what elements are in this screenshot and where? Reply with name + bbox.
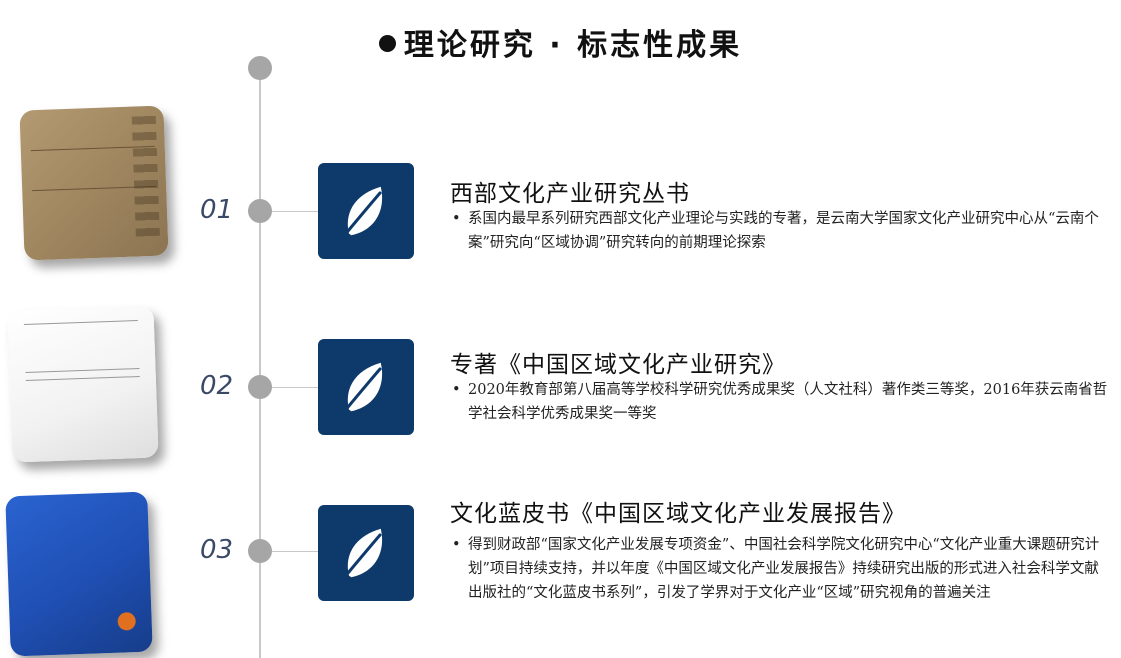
item-number: 01	[200, 195, 234, 225]
bullet: •	[452, 537, 461, 553]
timeline-node-02	[248, 375, 272, 399]
page-title-text: 理论研究 · 标志性成果	[403, 28, 743, 63]
timeline-line	[259, 68, 261, 658]
timeline-connector-02	[272, 387, 318, 388]
timeline-node-03	[248, 539, 272, 563]
item-description-text: 系国内最早系列研究西部文化产业理论与实践的专著，是云南大学国家文化产业研究中心从…	[468, 211, 1099, 251]
item-description-text: 得到财政部“国家文化产业发展专项资金”、中国社会科学院文化研究中心“文化产业重大…	[468, 537, 1100, 601]
book-cover-blue-book	[5, 491, 153, 657]
book-cover-regional-culture	[7, 305, 159, 463]
timeline-connector-03	[272, 551, 318, 552]
timeline-node-01	[248, 199, 272, 223]
leaf-icon	[346, 186, 383, 236]
item-description-text: 2020年教育部第八届高等学校科学研究优秀成果奖（人文社科）著作类三等奖，201…	[468, 382, 1108, 422]
cover-badge	[117, 612, 136, 631]
item-title: 专著《中国区域文化产业研究》	[450, 352, 786, 378]
timeline-node-top	[248, 56, 272, 80]
calligraphy-texture	[131, 115, 160, 237]
book-cover-western-series	[19, 105, 169, 261]
bullet: •	[452, 382, 461, 398]
item-number: 02	[200, 371, 234, 401]
timeline-connector-01	[272, 211, 318, 212]
title-bullet-dot	[378, 35, 396, 52]
item-icon-box	[318, 339, 414, 435]
item-icon-box	[318, 505, 414, 601]
item-description: • 系国内最早系列研究西部文化产业理论与实践的专著，是云南大学国家文化产业研究中…	[450, 207, 1110, 255]
item-title: 西部文化产业研究丛书	[450, 181, 690, 207]
item-number: 03	[200, 535, 234, 565]
item-icon-box	[318, 163, 414, 259]
item-description: • 2020年教育部第八届高等学校科学研究优秀成果奖（人文社科）著作类三等奖，2…	[450, 378, 1110, 426]
item-description: • 得到财政部“国家文化产业发展专项资金”、中国社会科学院文化研究中心“文化产业…	[450, 533, 1110, 605]
item-title: 文化蓝皮书《中国区域文化产业发展报告》	[450, 501, 906, 527]
page-title: 理论研究 · 标志性成果	[0, 20, 1121, 64]
bullet: •	[452, 211, 461, 227]
leaf-icon	[346, 528, 383, 578]
leaf-icon	[346, 362, 383, 412]
